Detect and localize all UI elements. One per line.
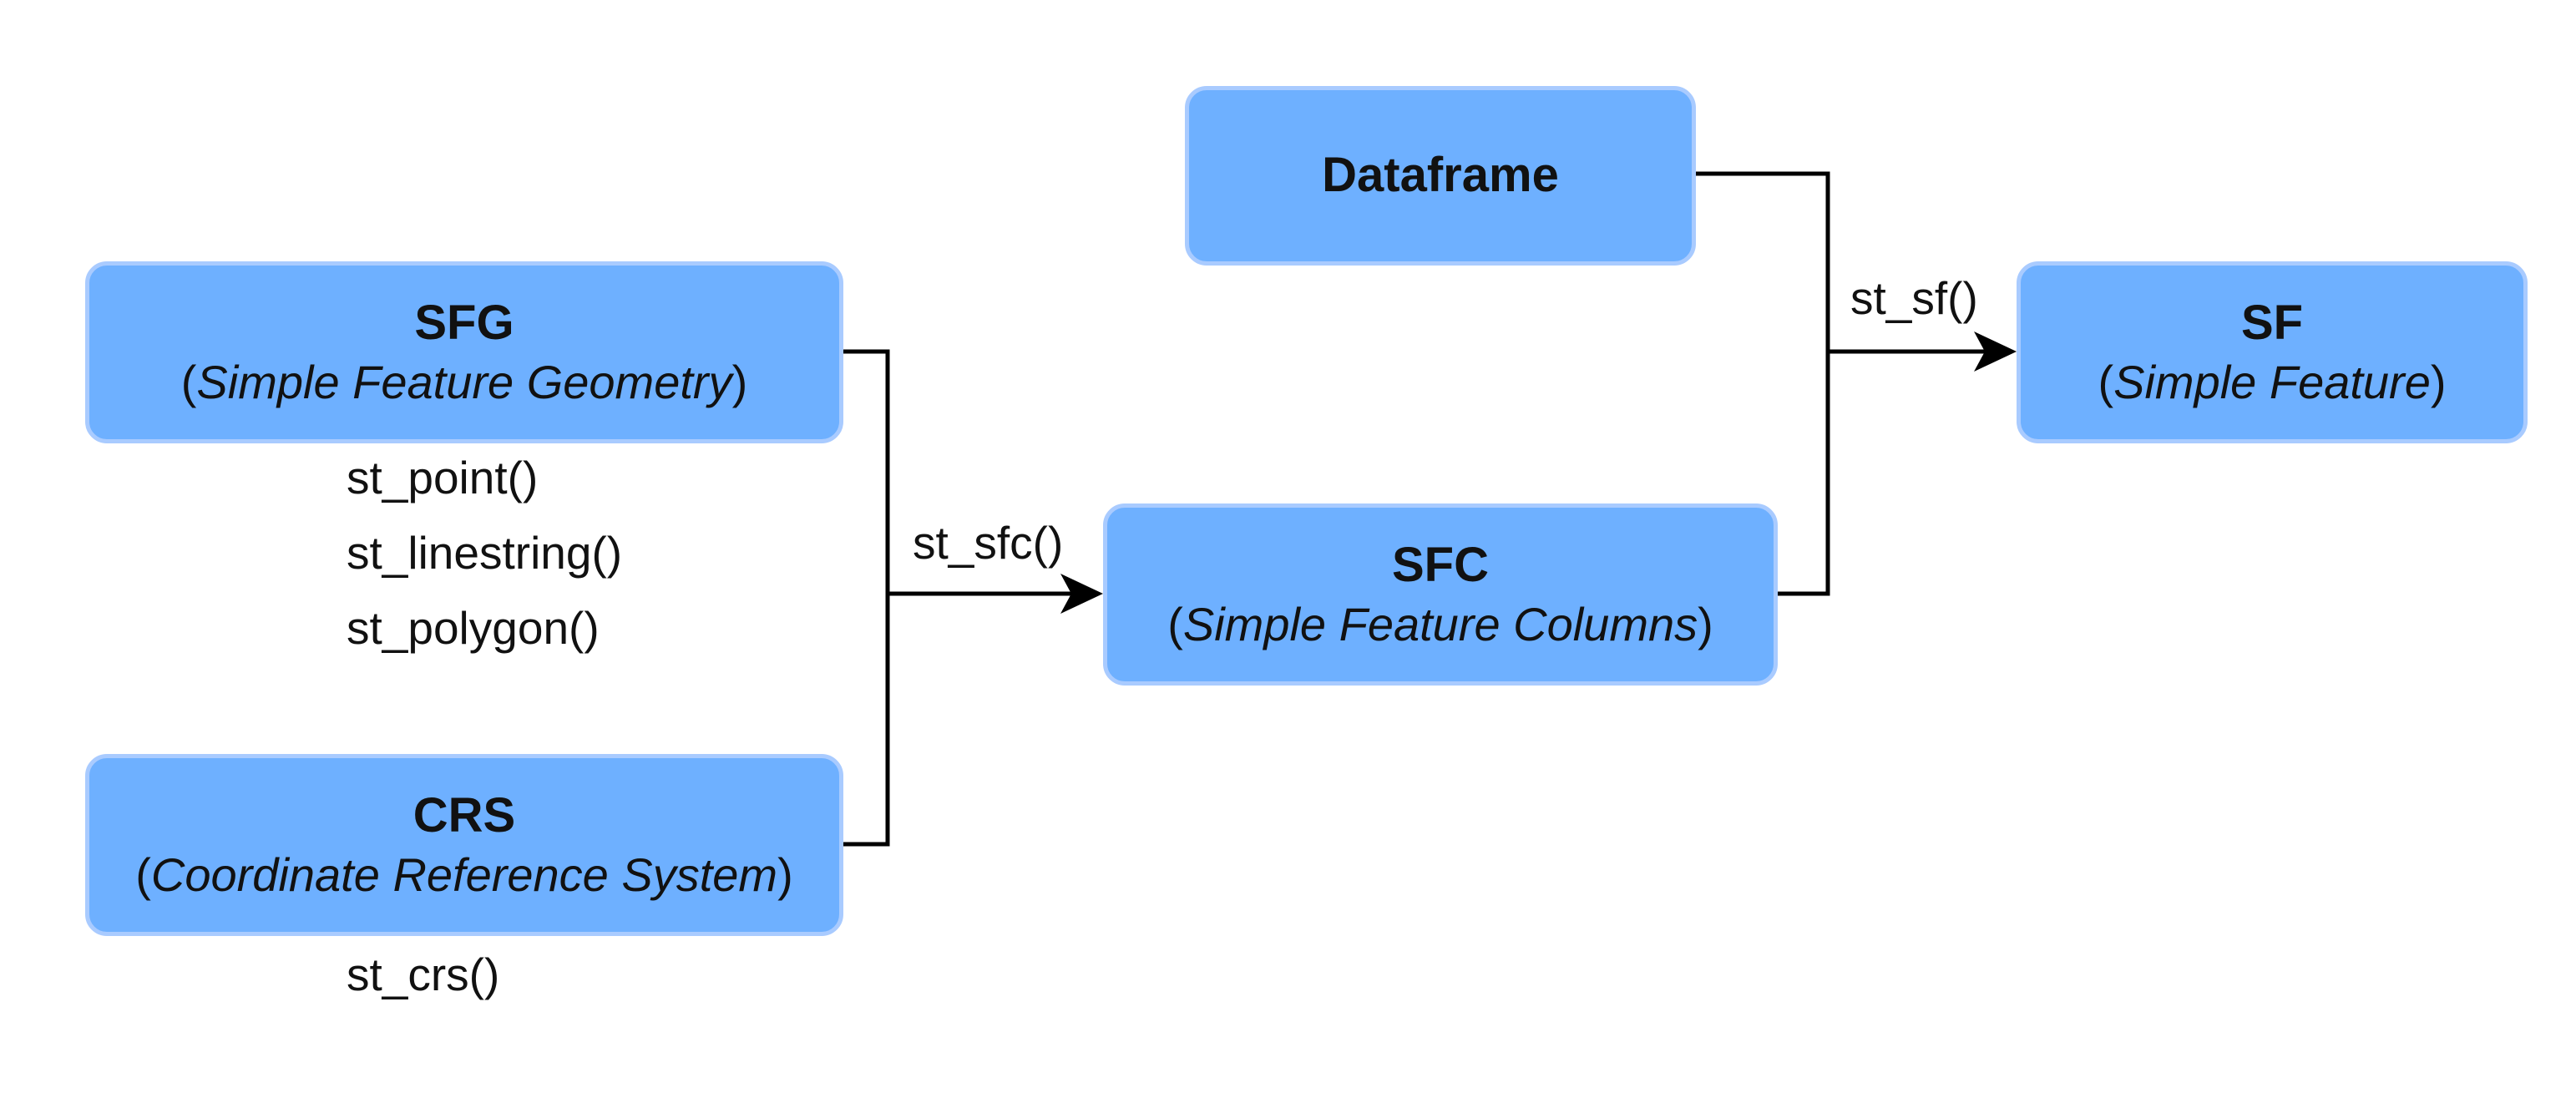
function-st-point: st_point() bbox=[347, 452, 539, 503]
crs-function-list: st_crs() bbox=[347, 937, 499, 1012]
dataframe-title: Dataframe bbox=[1322, 148, 1559, 203]
sfg-subtitle-open: ( bbox=[180, 356, 197, 409]
sfg-node[interactable]: SFG (Simple Feature Geometry) bbox=[85, 261, 843, 443]
sf-subtitle-open: ( bbox=[2098, 356, 2114, 409]
crs-subtitle-close: ) bbox=[777, 848, 793, 902]
dataframe-node[interactable]: Dataframe bbox=[1185, 86, 1696, 266]
crs-subtitle: (Coordinate Reference System) bbox=[135, 846, 792, 904]
sf-title: SF bbox=[2240, 295, 2304, 350]
function-st-crs: st_crs() bbox=[347, 949, 500, 1000]
sfg-subtitle-text: Simple Feature Geometry bbox=[196, 356, 732, 409]
crs-node[interactable]: CRS (Coordinate Reference System) bbox=[85, 754, 843, 936]
crs-subtitle-open: ( bbox=[135, 848, 151, 902]
sfg-subtitle: (Simple Feature Geometry) bbox=[181, 353, 747, 412]
edge-label-st-sf: st_sf() bbox=[1850, 272, 1978, 324]
sfg-subtitle-close: ) bbox=[731, 356, 748, 409]
arrowhead-to-sf bbox=[1974, 331, 2017, 372]
sf-subtitle-text: Simple Feature bbox=[2113, 356, 2431, 409]
edge-label-st-sfc: st_sfc() bbox=[913, 517, 1064, 569]
function-st-polygon: st_polygon() bbox=[347, 602, 600, 654]
sfc-subtitle-open: ( bbox=[1167, 598, 1183, 651]
sfc-subtitle-close: ) bbox=[1698, 598, 1713, 651]
crs-subtitle-text: Coordinate Reference System bbox=[150, 848, 778, 902]
sf-node[interactable]: SF (Simple Feature) bbox=[2017, 261, 2528, 443]
sfg-title: SFG bbox=[414, 295, 514, 350]
crs-title: CRS bbox=[412, 787, 516, 842]
arrowhead-to-sfc bbox=[1060, 574, 1103, 614]
sfc-node[interactable]: SFC (Simple Feature Columns) bbox=[1103, 503, 1778, 686]
sfc-subtitle: (Simple Feature Columns) bbox=[1167, 595, 1713, 654]
sfg-function-list: st_point() st_linestring() st_polygon() bbox=[347, 440, 622, 665]
sfc-subtitle-text: Simple Feature Columns bbox=[1182, 598, 1698, 651]
sfc-title: SFC bbox=[1392, 537, 1489, 592]
function-st-linestring: st_linestring() bbox=[347, 527, 623, 579]
sf-subtitle-close: ) bbox=[2430, 356, 2447, 409]
sf-subtitle: (Simple Feature) bbox=[2098, 353, 2446, 412]
connector-sfg-crs-bracket bbox=[843, 349, 890, 847]
